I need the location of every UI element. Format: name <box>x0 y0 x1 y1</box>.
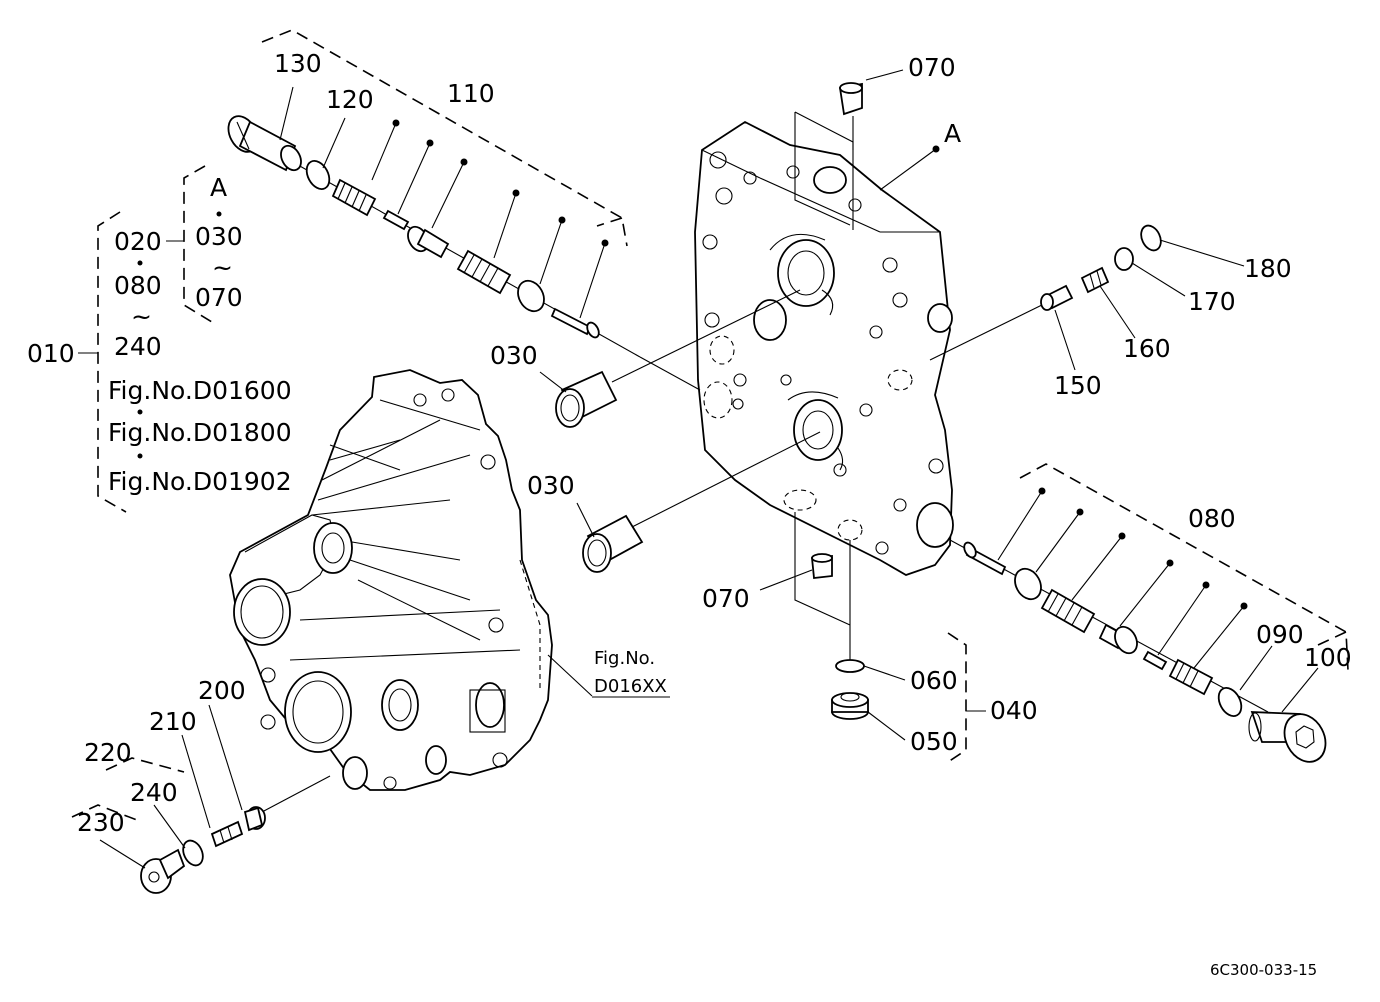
label-230: 230 <box>77 808 125 837</box>
valve-assembly-110 <box>227 29 641 358</box>
label-220: 220 <box>84 738 132 767</box>
axis-line <box>631 431 821 528</box>
label-040: 040 <box>990 696 1038 725</box>
label-tilde-b: ~ <box>131 302 152 331</box>
label-030-ref: 030 <box>195 222 243 251</box>
spring-icon <box>210 820 244 848</box>
label-080: 080 <box>1188 504 1236 533</box>
axis-line <box>794 512 851 626</box>
label-130: 130 <box>274 49 322 78</box>
plug-assembly-220 <box>71 704 331 894</box>
collar-icon <box>1098 623 1138 655</box>
label-a-top: A <box>944 119 961 148</box>
plug-icon <box>838 69 904 150</box>
spring-icon <box>1080 266 1110 294</box>
label-210: 210 <box>149 707 197 736</box>
o-ring-icon <box>182 839 204 867</box>
collar-icon <box>582 514 644 573</box>
spring-icon <box>1040 588 1096 634</box>
spring-icon <box>331 178 377 217</box>
label-150: 150 <box>1054 371 1102 400</box>
plug-icon <box>1248 711 1327 763</box>
label-fig-d016xx: D016XX <box>594 676 667 697</box>
label-050: 050 <box>910 727 958 756</box>
plug-icon <box>227 115 302 172</box>
label-fig-no: Fig.No. <box>594 648 655 669</box>
label-090: 090 <box>1256 620 1304 649</box>
collar-icon <box>1114 247 1134 271</box>
label-240-ref: 240 <box>114 332 162 361</box>
callout-leader <box>547 654 593 697</box>
label-fig-d01600: Fig.No.D01600 <box>108 376 292 405</box>
valve-body-icon <box>694 111 954 576</box>
label-070-top: 070 <box>908 53 956 82</box>
label-020: 020 <box>114 227 162 256</box>
label-010: 010 <box>27 339 75 368</box>
axis-line <box>611 289 801 383</box>
label-070-bottom: 070 <box>702 584 750 613</box>
part-labels: 130 120 110 070 A A 030 ~ 070 020 080 ~ … <box>27 49 1352 979</box>
label-030-a: 030 <box>490 341 538 370</box>
label-080-ref: 080 <box>114 271 162 300</box>
label-060: 060 <box>910 666 958 695</box>
plug-icon <box>831 692 869 720</box>
axis-line <box>639 356 701 391</box>
collar-icon <box>407 225 450 259</box>
o-ring-icon <box>835 659 865 673</box>
transmission-case-icon <box>229 369 553 791</box>
plug-icon <box>811 553 833 579</box>
axis-line <box>929 301 1049 361</box>
label-240: 240 <box>130 778 178 807</box>
label-tilde-a: ~ <box>212 253 233 282</box>
label-a-left: A <box>210 173 227 202</box>
label-fig-d01800: Fig.No.D01800 <box>108 418 292 447</box>
reference-brackets <box>78 165 222 513</box>
label-100: 100 <box>1304 643 1352 672</box>
drawing-code: 6C300-033-15 <box>1210 961 1317 979</box>
spring-icon <box>1168 658 1214 696</box>
label-180: 180 <box>1244 254 1292 283</box>
label-030-b: 030 <box>527 471 575 500</box>
collar-icon <box>1014 567 1042 601</box>
collar-icon <box>555 370 618 428</box>
label-110: 110 <box>447 79 495 108</box>
plug-icon <box>1040 284 1074 311</box>
o-ring-icon <box>1217 687 1243 717</box>
label-070-ref: 070 <box>195 283 243 312</box>
relief-assembly-150 <box>1040 224 1245 371</box>
label-160: 160 <box>1123 334 1171 363</box>
label-200: 200 <box>198 676 246 705</box>
collar-icon <box>517 279 545 313</box>
label-120: 120 <box>326 85 374 114</box>
o-ring-icon <box>305 160 331 190</box>
plug-icon <box>140 848 186 894</box>
spring-icon <box>456 249 512 295</box>
label-170: 170 <box>1188 287 1236 316</box>
o-ring-icon <box>1140 224 1162 252</box>
valve-assembly-080 <box>949 463 1349 763</box>
label-fig-d01902: Fig.No.D01902 <box>108 467 292 496</box>
